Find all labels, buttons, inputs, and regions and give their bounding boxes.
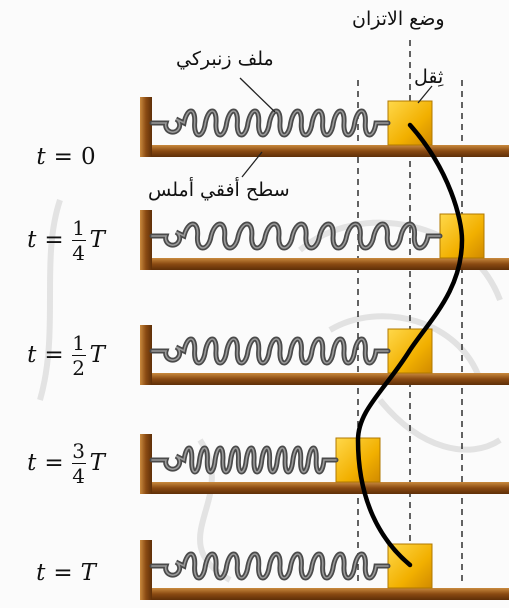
- spring-highlight: [151, 553, 389, 579]
- spring-highlight: [151, 338, 389, 364]
- wall-board: [140, 325, 152, 385]
- floor-board: [140, 145, 509, 157]
- spring-highlight: [151, 447, 337, 473]
- spring-highlight: [151, 110, 389, 136]
- wall-board: [140, 210, 152, 270]
- row-three-quarter: [140, 434, 509, 494]
- displacement-curve: [355, 122, 465, 568]
- floor-board: [140, 373, 509, 385]
- time-label-full: t=T: [36, 560, 96, 586]
- spring-highlight: [151, 223, 441, 249]
- row-half: [140, 325, 509, 385]
- surface-leader-line: [241, 151, 263, 178]
- row-full: [140, 540, 509, 600]
- wall-board: [140, 540, 152, 600]
- wall-board: [140, 434, 152, 494]
- time-label-0: t=0: [36, 144, 96, 170]
- equilibrium-label: وضع الاتزان: [352, 8, 445, 30]
- surface-label: سطح أفقي أملس: [148, 179, 290, 201]
- mass-label: ثِقل: [414, 66, 444, 88]
- row-quarter: [140, 210, 509, 270]
- floor-board: [140, 588, 509, 600]
- row-t0: [140, 97, 509, 157]
- floor-board: [140, 258, 509, 270]
- spring-leader-line: [239, 77, 276, 113]
- floor-board: [140, 482, 509, 494]
- wall-board: [140, 97, 152, 157]
- spring-label: ملف زنبركي: [176, 48, 274, 70]
- mass-leader-line: [417, 85, 433, 104]
